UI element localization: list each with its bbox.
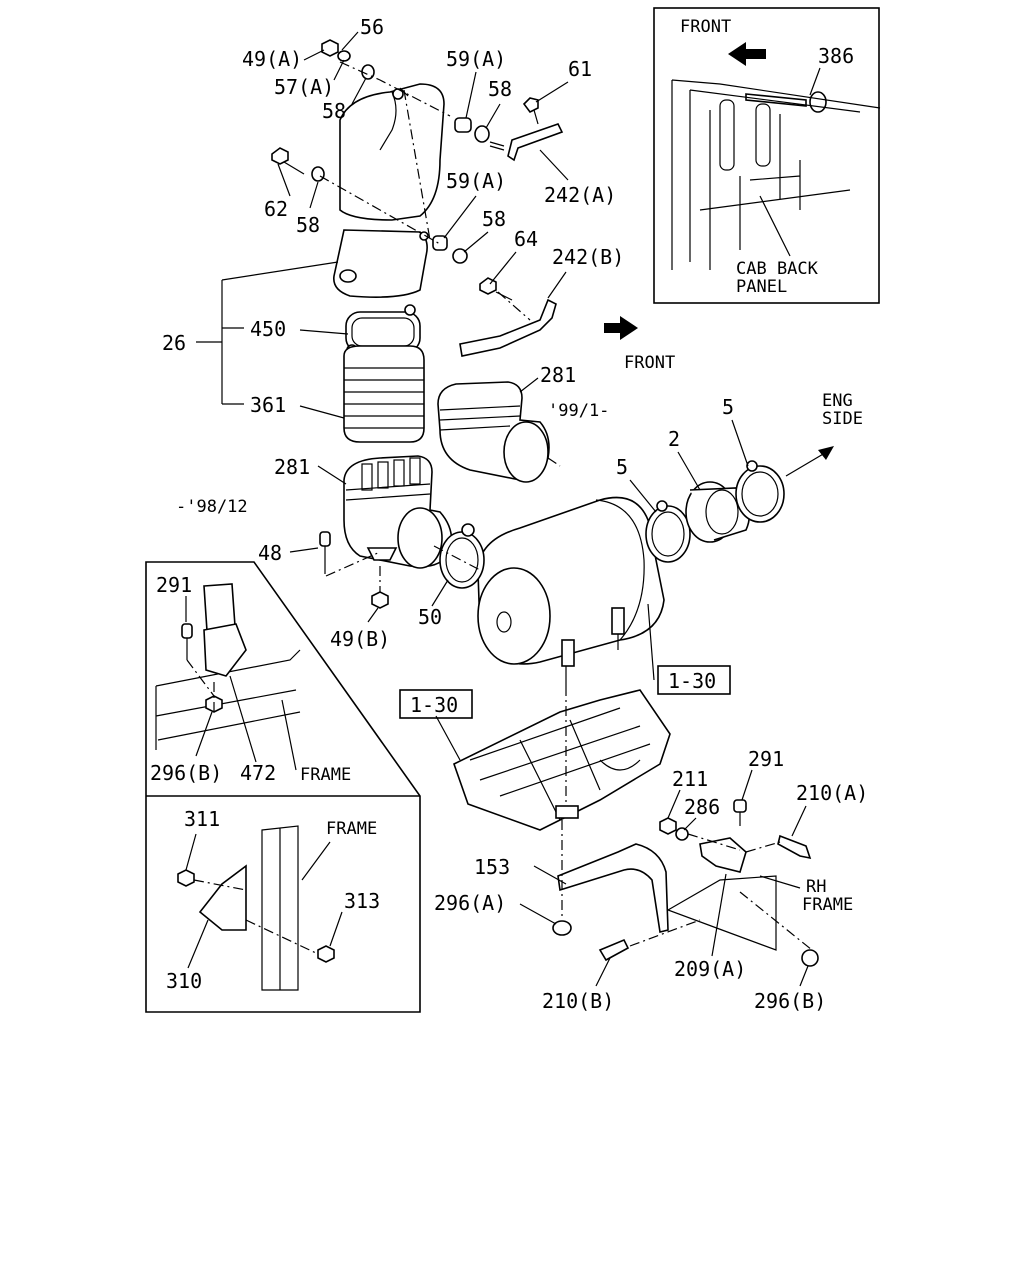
part-label-242a: 242(A) xyxy=(544,183,616,207)
nut-58-low xyxy=(452,248,468,264)
frame-label-inset-lower: FRAME xyxy=(326,819,377,839)
part-label-281-top: 281 xyxy=(540,363,576,387)
part-label-61: 61 xyxy=(568,57,592,81)
panel-label: PANEL xyxy=(736,277,787,297)
nut-296a xyxy=(552,920,572,936)
elbow-281-old xyxy=(343,455,453,569)
front-main-label: FRONT xyxy=(624,353,675,373)
front-arrow-icon xyxy=(728,42,766,66)
part-label-291: 291 xyxy=(748,747,784,771)
part-label-386: 386 xyxy=(818,44,854,68)
part-label-26: 26 xyxy=(162,331,186,355)
part-label-361: 361 xyxy=(250,393,286,417)
bolt-210b xyxy=(598,938,630,962)
clamp-5-left xyxy=(645,500,691,563)
nut-49b xyxy=(371,591,389,609)
part-label-153: 153 xyxy=(474,855,510,879)
ref-label-1-30-left: 1-30 xyxy=(410,693,458,717)
part-label-296b: 296(B) xyxy=(754,989,826,1013)
part-label-59a-top: 59(A) xyxy=(446,47,506,71)
side-label: SIDE xyxy=(822,409,863,429)
spacer-59a-mid xyxy=(432,235,448,251)
cab-back-panel-inset: FRONT 386 CAB BACK PANEL xyxy=(653,7,881,304)
part-label-58-low: 58 xyxy=(482,207,506,231)
clamp-5-right xyxy=(735,460,785,523)
part-label-211: 211 xyxy=(672,767,708,791)
part-label-310: 310 xyxy=(166,969,202,993)
bracket-242b xyxy=(459,298,557,357)
bolt-48 xyxy=(319,531,331,574)
part-label-2: 2 xyxy=(668,427,680,451)
spacer-59a-top xyxy=(454,117,472,133)
part-label-5-left: 5 xyxy=(616,455,628,479)
part-label-291-inset: 291 xyxy=(156,573,192,597)
fastener-49a xyxy=(321,39,339,57)
frame-bracket-inset xyxy=(145,561,421,1013)
clamp-50 xyxy=(439,523,485,589)
part-label-62: 62 xyxy=(264,197,288,221)
rh-frame-label: FRAME xyxy=(802,895,853,915)
part-label-57a: 57(A) xyxy=(274,75,334,99)
part-label-59a-mid: 59(A) xyxy=(446,169,506,193)
bolt-62 xyxy=(271,147,305,175)
intake-duct-upper xyxy=(333,83,445,298)
part-label-56: 56 xyxy=(360,15,384,39)
part-label-281-low: 281 xyxy=(274,455,310,479)
cab-back-label: CAB BACK xyxy=(736,259,819,279)
bracket-153 xyxy=(557,843,669,933)
ref-label-1-30-right: 1-30 xyxy=(668,669,716,693)
nut-58-left xyxy=(311,166,325,182)
bellows-361 xyxy=(343,345,425,443)
bolt-61 xyxy=(522,97,539,125)
eng-label: ENG xyxy=(822,391,853,411)
part-label-209a: 209(A) xyxy=(674,957,746,981)
bolt-210a xyxy=(777,834,812,860)
part-label-450: 450 xyxy=(250,317,286,341)
part-label-49a: 49(A) xyxy=(242,47,302,71)
bolt-291 xyxy=(733,799,747,826)
bolt-64 xyxy=(479,277,513,301)
nut-296b xyxy=(801,949,819,967)
part-label-5-right: 5 xyxy=(722,395,734,419)
air-cleaner-body xyxy=(477,496,665,686)
washer-286 xyxy=(675,827,689,841)
part-label-210a: 210(A) xyxy=(796,781,868,805)
part-label-48: 48 xyxy=(258,541,282,565)
part-label-58-left: 58 xyxy=(296,213,320,237)
eng-side-arrow-icon xyxy=(785,446,834,477)
part-label-242b: 242(B) xyxy=(552,245,624,269)
part-label-296a: 296(A) xyxy=(434,891,506,915)
elbow-281-new xyxy=(437,381,561,483)
rh-label: RH xyxy=(806,877,826,897)
part-label-64: 64 xyxy=(514,227,538,251)
front-direction-label: FRONT xyxy=(680,17,731,37)
part-label-311: 311 xyxy=(184,807,220,831)
leader-lines xyxy=(185,31,809,987)
frame-label-inset-upper: FRAME xyxy=(300,765,351,785)
part-label-472: 472 xyxy=(240,761,276,785)
bracket-242a xyxy=(507,123,564,162)
part-label-313: 313 xyxy=(344,889,380,913)
nut-58-mid xyxy=(474,125,505,151)
washer-57a xyxy=(337,50,351,62)
part-label-210b: 210(B) xyxy=(542,989,614,1013)
date-range-new: '99/1- xyxy=(548,401,609,421)
part-label-50: 50 xyxy=(418,605,442,629)
part-label-58-top: 58 xyxy=(322,99,346,123)
front-arrow-main-icon xyxy=(604,316,638,340)
part-label-58-mid: 58 xyxy=(488,77,512,101)
part-label-49b: 49(B) xyxy=(330,627,390,651)
callout-labels: 56 49(A) 57(A) 58 59(A) 58 61 62 58 242(… xyxy=(150,15,868,1013)
cleaner-tray xyxy=(453,686,671,831)
part-label-286: 286 xyxy=(684,795,720,819)
part-label-296b-inset: 296(B) xyxy=(150,761,222,785)
bracket-209a xyxy=(666,837,777,951)
date-range-old: -'98/12 xyxy=(176,497,248,517)
nut-211 xyxy=(659,817,677,835)
